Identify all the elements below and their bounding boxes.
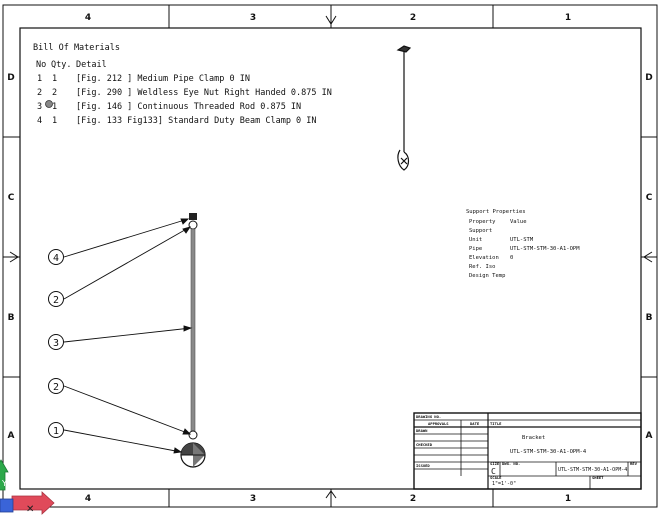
- zone-col-bottom-4: 4: [85, 494, 91, 504]
- axis-y-label: Y: [1, 479, 7, 488]
- zone-row-right-c: C: [646, 193, 653, 203]
- prop-key: Support: [469, 228, 492, 234]
- balloon-label: 2: [53, 295, 59, 306]
- zone-row-left-d: D: [7, 73, 14, 83]
- prop-key: Design Temp: [469, 273, 505, 279]
- outer-border: [2, 4, 658, 508]
- balloon-3[interactable]: 3: [48, 334, 64, 350]
- size-value: C: [491, 467, 496, 476]
- bom-row-detail: [Fig. 212 ] Medium Pipe Clamp 0 IN: [76, 74, 250, 84]
- balloon-4[interactable]: 4: [48, 249, 64, 265]
- zone-col-bottom-3: 3: [250, 494, 256, 504]
- leader-lines: [63, 218, 193, 454]
- zone-row-right-a: A: [646, 431, 653, 441]
- upper-eye-nut: [188, 220, 198, 230]
- title-label: TITLE: [490, 421, 502, 426]
- zone-row-left-b: B: [8, 313, 15, 323]
- bill-of-materials: Bill Of Materials No Qty. Detail 1 1 [Fi…: [33, 43, 332, 126]
- cursor-marker: [45, 100, 53, 108]
- title-block-text: DRAWING NO. APPROVALS DATE DRAWN CHECKED…: [416, 414, 638, 480]
- bom-header-detail: Detail: [76, 60, 107, 70]
- prop-value: UTL-STM-STM-30-A1-OPM: [510, 246, 580, 252]
- zone-row-right-b: B: [646, 313, 653, 323]
- bom-row-detail: [Fig. 133 Fig133] Standard Duty Beam Cla…: [76, 116, 317, 126]
- axis-y-arrow: [0, 459, 9, 491]
- bom-row-qty: 1: [52, 102, 57, 112]
- prop-key: Elevation: [469, 255, 499, 261]
- beam-clamp: [189, 213, 197, 220]
- prop-key: Ref. Iso: [469, 264, 496, 270]
- title-line-2: UTL-STM-STM-30-A1-OPM-4: [510, 449, 587, 455]
- bom-title: Bill Of Materials: [33, 43, 120, 53]
- title-line-1: Bracket: [522, 435, 545, 441]
- axis-z-box: [0, 498, 14, 513]
- balloon-2-lower[interactable]: 2: [48, 378, 64, 394]
- prop-key: Property: [469, 219, 496, 225]
- checked-label: CHECKED: [416, 442, 433, 447]
- zone-row-left-c: C: [8, 193, 15, 203]
- bom-row-no: 3: [37, 102, 42, 112]
- title-block-values: Bracket UTL-STM-STM-30-A1-OPM-4 C UTL-ST…: [491, 435, 627, 487]
- axis-x-arrow: [11, 491, 55, 515]
- iso-support-view[interactable]: [396, 45, 412, 171]
- balloon-label: 3: [53, 338, 59, 349]
- zone-col-top-2: 2: [410, 13, 416, 23]
- scale-label: SCALE: [490, 475, 502, 480]
- prop-key: Pipe: [469, 246, 482, 252]
- balloon-label: 1: [53, 426, 59, 437]
- ucs-axis-icon[interactable]: Y ✕: [0, 459, 55, 515]
- lower-eye-nut: [188, 430, 198, 440]
- balloon-label: 2: [53, 382, 59, 393]
- zone-col-top-1: 1: [565, 13, 571, 23]
- prop-key: Unit: [469, 237, 482, 243]
- drawing-no-label: DRAWING NO.: [416, 414, 441, 419]
- balloon-label: 4: [53, 253, 59, 264]
- bom-row-no: 1: [37, 74, 42, 84]
- zone-col-bottom-1: 1: [565, 494, 571, 504]
- prop-value: UTL-STM: [510, 237, 534, 243]
- drawn-label: DRAWN: [416, 428, 428, 433]
- balloon-1[interactable]: 1: [48, 422, 64, 438]
- bom-row-qty: 1: [52, 74, 57, 84]
- date-label: DATE: [470, 421, 480, 426]
- bom-row-qty: 2: [52, 88, 57, 98]
- zone-col-top-3: 3: [250, 13, 256, 23]
- bom-row-detail: [Fig. 290 ] Weldless Eye Nut Right Hande…: [76, 88, 332, 98]
- support-properties-title: Support Properties: [466, 209, 526, 215]
- issued-label: ISSUED: [416, 463, 430, 468]
- bom-row-qty: 1: [52, 116, 57, 126]
- title-block: [413, 412, 642, 490]
- support-elevation[interactable]: [180, 213, 206, 468]
- bom-header-qty: Qty.: [51, 60, 71, 70]
- dwg-no-value: UTL-STM-STM-30-A1-OPM-4: [558, 467, 627, 473]
- bom-row-detail: [Fig. 146 ] Continuous Threaded Rod 0.87…: [76, 102, 301, 112]
- pipe-clamp: [180, 442, 206, 468]
- zone-row-right-d: D: [645, 73, 652, 83]
- bom-row-no: 2: [37, 88, 42, 98]
- balloon-2-upper[interactable]: 2: [48, 291, 64, 307]
- rev-label: REV: [630, 461, 638, 466]
- centering-marks: [6, 10, 655, 506]
- dwg-no-label: DWG. NO.: [502, 461, 520, 466]
- zone-row-left-a: A: [8, 431, 15, 441]
- zone-col-bottom-2: 2: [410, 494, 416, 504]
- bom-row-no: 4: [37, 116, 42, 126]
- prop-value: 0: [510, 255, 513, 261]
- size-label: SIZE: [490, 461, 500, 466]
- threaded-rod: [190, 228, 196, 432]
- scale-value: 1"=1'-0": [492, 481, 516, 487]
- prop-value: Value: [510, 219, 527, 225]
- approvals-label: APPROVALS: [428, 421, 449, 426]
- axis-x-label: ✕: [26, 504, 34, 515]
- zone-col-top-4: 4: [85, 13, 91, 23]
- bom-header-no: No: [36, 60, 46, 70]
- sheet-label: SHEET: [592, 475, 604, 480]
- support-properties: Support Properties Property Value Suppor…: [466, 209, 580, 279]
